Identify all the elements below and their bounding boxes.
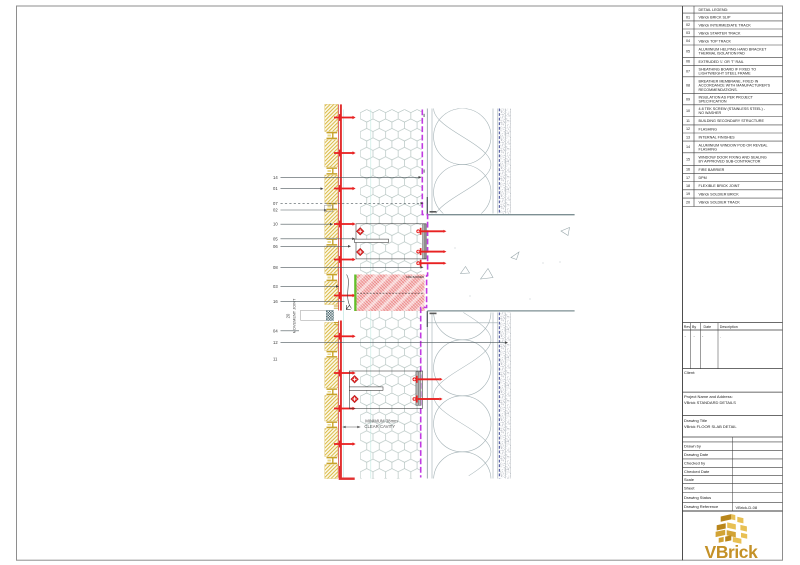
svg-text:12: 12 xyxy=(686,127,690,131)
svg-text:08: 08 xyxy=(273,265,278,270)
svg-text:VBrick STARTER TRACK: VBrick STARTER TRACK xyxy=(699,31,742,35)
svg-text:CLEAR CAVITY: CLEAR CAVITY xyxy=(364,424,395,429)
svg-text:20: 20 xyxy=(686,201,690,205)
svg-text:ACCORDANCE WITH MANUFACTURER'S: ACCORDANCE WITH MANUFACTURER'S xyxy=(699,84,771,88)
svg-text:Sheet: Sheet xyxy=(684,485,695,490)
svg-text:VBrick-D-08: VBrick-D-08 xyxy=(736,505,758,510)
svg-text:Client:: Client: xyxy=(684,370,695,375)
svg-text:07: 07 xyxy=(273,201,278,206)
svg-text:Drawing Reference: Drawing Reference xyxy=(684,504,719,509)
svg-text:16: 16 xyxy=(686,168,690,172)
svg-text:ALUMINIUM WINDOW POD OR REVEAL: ALUMINIUM WINDOW POD OR REVEAL xyxy=(699,143,768,147)
svg-text:16: 16 xyxy=(273,299,278,304)
svg-text:BREATHER MEMBRANE, FIXED IN: BREATHER MEMBRANE, FIXED IN xyxy=(699,80,759,84)
svg-text:04: 04 xyxy=(273,328,278,333)
svg-text:02: 02 xyxy=(686,23,690,27)
svg-text:VBrick FLOOR SLAB DETAIL: VBrick FLOOR SLAB DETAIL xyxy=(684,424,737,429)
svg-text:Description: Description xyxy=(720,325,738,329)
svg-text:15: 15 xyxy=(686,157,690,161)
svg-text:02: 02 xyxy=(273,208,278,213)
svg-text:17: 17 xyxy=(686,176,690,180)
svg-text:19: 19 xyxy=(686,192,690,196)
svg-text:.: . xyxy=(720,335,721,339)
svg-text:14: 14 xyxy=(273,175,278,180)
svg-text:12: 12 xyxy=(273,340,278,345)
svg-text:4.8 TEK SCREW (STAINLESS STEEL: 4.8 TEK SCREW (STAINLESS STEEL) - xyxy=(699,107,766,111)
svg-text:ALUMINIUM HELPING HAND BRACKET: ALUMINIUM HELPING HAND BRACKET xyxy=(699,48,768,52)
svg-text:LIGHTWEIGHT STEEL FRAME: LIGHTWEIGHT STEEL FRAME xyxy=(699,72,752,76)
svg-text:Rev: Rev xyxy=(684,325,691,329)
svg-text:RECOMMENDATIONS.: RECOMMENDATIONS. xyxy=(699,88,738,92)
svg-text:01: 01 xyxy=(273,186,278,191)
svg-text:VBrick INTERMEDIATE TRACK: VBrick INTERMEDIATE TRACK xyxy=(699,23,752,27)
svg-text:04: 04 xyxy=(686,39,690,43)
svg-text:SPECIFICATION: SPECIFICATION xyxy=(699,100,727,104)
svg-text:FIRE BARRIER: FIRE BARRIER xyxy=(699,168,725,172)
svg-text:10: 10 xyxy=(273,222,278,227)
svg-text:Checked Date: Checked Date xyxy=(684,469,710,474)
svg-text:VBrick TOP TRACK: VBrick TOP TRACK xyxy=(699,39,732,43)
svg-text:SHEATHING BOARD IF FIXED TO: SHEATHING BOARD IF FIXED TO xyxy=(699,67,757,71)
svg-text:Drawn by: Drawn by xyxy=(684,444,701,449)
svg-text:Date: Date xyxy=(704,325,712,329)
svg-text:05: 05 xyxy=(273,236,278,241)
svg-text:14: 14 xyxy=(686,145,690,149)
svg-text:Drawing Date: Drawing Date xyxy=(684,452,709,457)
svg-text:-: - xyxy=(685,335,687,339)
svg-text:FLEXIBLE BRICK JOINT: FLEXIBLE BRICK JOINT xyxy=(699,184,741,188)
svg-text:11: 11 xyxy=(273,356,278,361)
svg-text:05: 05 xyxy=(686,49,690,53)
svg-text:VBrick SOLDIER BRICK: VBrick SOLDIER BRICK xyxy=(699,192,740,196)
svg-text:08: 08 xyxy=(686,84,690,88)
svg-text:VBrick BRICK SLIP: VBrick BRICK SLIP xyxy=(699,15,732,19)
svg-text:Drawing Title: Drawing Title xyxy=(684,418,708,423)
svg-text:INSULATION AS PER PROJECT: INSULATION AS PER PROJECT xyxy=(699,96,754,100)
svg-text:11: 11 xyxy=(686,119,690,123)
svg-text:MINIMUM 38mm: MINIMUM 38mm xyxy=(365,419,398,424)
svg-text:10: 10 xyxy=(686,109,690,113)
svg-text:EXTRUDED 'L' OR 'T' RAIL: EXTRUDED 'L' OR 'T' RAIL xyxy=(699,60,744,64)
svg-text:06: 06 xyxy=(273,244,278,249)
svg-text:-: - xyxy=(702,335,704,339)
svg-text:BY APPROVED SUB-CONTRACTOR: BY APPROVED SUB-CONTRACTOR xyxy=(699,160,761,164)
svg-text:Checked by: Checked by xyxy=(684,461,705,466)
svg-text:By: By xyxy=(692,325,696,329)
svg-text:18: 18 xyxy=(686,184,690,188)
svg-text:Drawing Status: Drawing Status xyxy=(684,495,711,500)
svg-text:THERMAL ISOLATION PAD: THERMAL ISOLATION PAD xyxy=(699,52,746,56)
svg-text:NO WASHER: NO WASHER xyxy=(699,111,722,115)
svg-text:INTERNAL FINISHES: INTERNAL FINISHES xyxy=(699,136,736,140)
svg-text:13: 13 xyxy=(686,135,690,139)
svg-text:VBrick STANDARD DETAILS: VBrick STANDARD DETAILS xyxy=(684,400,736,405)
svg-text:FIRE BARRIER: FIRE BARRIER xyxy=(406,275,424,279)
svg-text:BUILDING SECONDARY STRUCTURE: BUILDING SECONDARY STRUCTURE xyxy=(699,119,765,123)
svg-text:07: 07 xyxy=(686,69,690,73)
svg-text:DETAIL LEGEND:: DETAIL LEGEND: xyxy=(699,8,729,12)
svg-text:FLASHING: FLASHING xyxy=(699,147,718,151)
svg-text:-: - xyxy=(694,335,696,339)
svg-text:20: 20 xyxy=(286,313,291,318)
svg-text:Scale: Scale xyxy=(684,477,695,482)
svg-text:01: 01 xyxy=(686,15,690,19)
svg-text:06: 06 xyxy=(686,60,690,64)
svg-text:WINDOW/ DOOR FIXING AND SEALIN: WINDOW/ DOOR FIXING AND SEALING xyxy=(699,155,767,159)
svg-text:VBrick: VBrick xyxy=(705,542,758,562)
svg-text:Project Name and Address:: Project Name and Address: xyxy=(684,394,733,399)
svg-text:MOVEMENT JOINT: MOVEMENT JOINT xyxy=(292,298,297,333)
svg-text:VBrick SOLDIER TRACK: VBrick SOLDIER TRACK xyxy=(699,201,741,205)
svg-text:09: 09 xyxy=(686,98,690,102)
svg-text:03: 03 xyxy=(273,284,278,289)
svg-text:FLASHING: FLASHING xyxy=(699,127,718,131)
svg-text:03: 03 xyxy=(686,31,690,35)
svg-text:DPM: DPM xyxy=(699,176,707,180)
